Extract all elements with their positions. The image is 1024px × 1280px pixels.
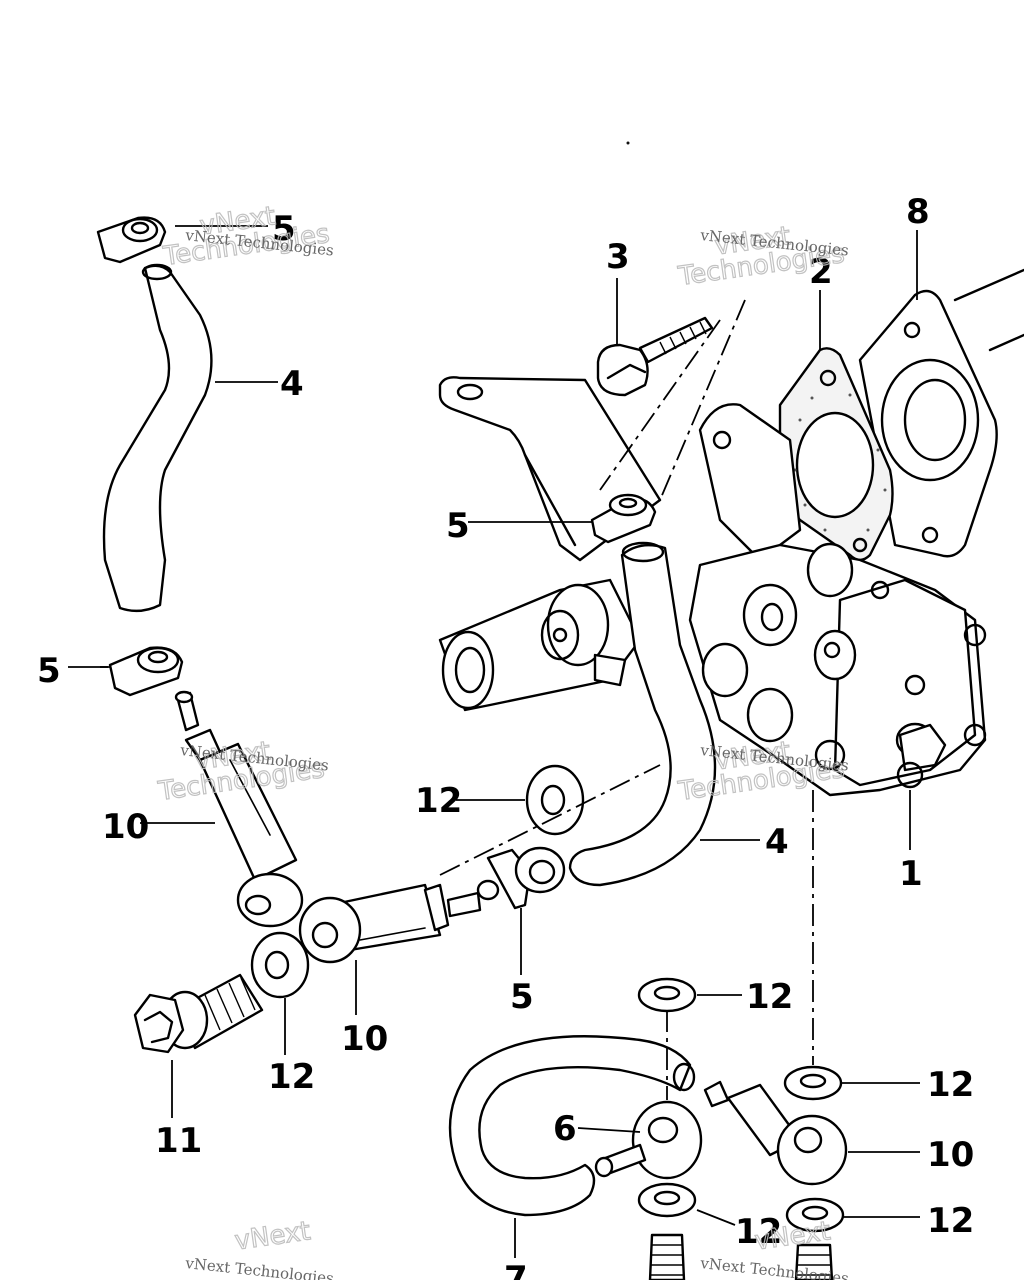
- banjo-bolt-part-11: [133, 973, 264, 1054]
- centerline: [599, 319, 721, 491]
- hose-clamp-part-5b: [108, 646, 184, 697]
- hose-clamp-part-5a: [96, 216, 167, 264]
- callout-12-right-lower: 12: [927, 1201, 974, 1241]
- exhaust-pipe-part-8: [858, 268, 1024, 558]
- fuel-hose-part-7: [448, 1035, 696, 1217]
- callout-4-top-left: 4: [280, 364, 304, 404]
- callout-12-middle: 12: [415, 781, 462, 821]
- callout-10-right: 10: [927, 1135, 974, 1175]
- pump-assembly-part-1: [438, 316, 987, 797]
- leader-lines: [68, 225, 920, 1258]
- centerline: [659, 299, 746, 501]
- callout-7: 7: [504, 1259, 528, 1280]
- banjo-fitting-part-6: [594, 1100, 703, 1280]
- callout-6: 6: [553, 1109, 577, 1149]
- banjo-fitting-part-10c: [703, 1080, 848, 1280]
- callout-5-bottom: 5: [510, 977, 534, 1017]
- callout-10-bottom: 10: [341, 1019, 388, 1059]
- callout-labels: 5 4 5 10 5 3 2 8 12 4 1 5 10 12 11 12 12…: [37, 192, 974, 1280]
- fuel-hose-part-4a: [102, 263, 213, 613]
- callout-5-top-left: 5: [272, 209, 296, 249]
- callout-5-middle: 5: [446, 506, 470, 546]
- hose-clamp-part-5c: [590, 493, 657, 544]
- callout-10-left: 10: [102, 807, 149, 847]
- callout-8: 8: [906, 192, 930, 232]
- callout-11: 11: [155, 1121, 202, 1161]
- callout-12-right-upper: 12: [927, 1065, 974, 1105]
- washer-part-12b: [250, 931, 310, 999]
- callout-5-left: 5: [37, 651, 61, 691]
- washer-part-12c: [637, 977, 697, 1013]
- callout-3: 3: [606, 237, 630, 277]
- callout-12-bottom-left: 12: [268, 1057, 315, 1097]
- centerline: [439, 764, 661, 876]
- svg-text:vNext Technologies: vNext Technologies: [184, 1254, 335, 1280]
- banjo-fitting-part-10b: [298, 879, 500, 964]
- callout-1: 1: [899, 854, 923, 894]
- fuel-hose-part-4b: [568, 541, 717, 887]
- callout-12-top-center: 12: [746, 977, 793, 1017]
- callout-4-right: 4: [765, 822, 789, 862]
- washer-part-12f: [785, 1197, 845, 1233]
- hose-clamp-part-5d: [486, 846, 566, 910]
- washer-part-12d: [783, 1065, 843, 1101]
- svg-text:vNext: vNext: [233, 1216, 312, 1256]
- callout-12-bottom-center: 12: [735, 1212, 782, 1252]
- callout-2: 2: [809, 252, 833, 292]
- banjo-fitting-part-10a: [174, 690, 304, 928]
- washer-part-12a: [525, 764, 585, 836]
- washer-part-12e: [637, 1182, 697, 1218]
